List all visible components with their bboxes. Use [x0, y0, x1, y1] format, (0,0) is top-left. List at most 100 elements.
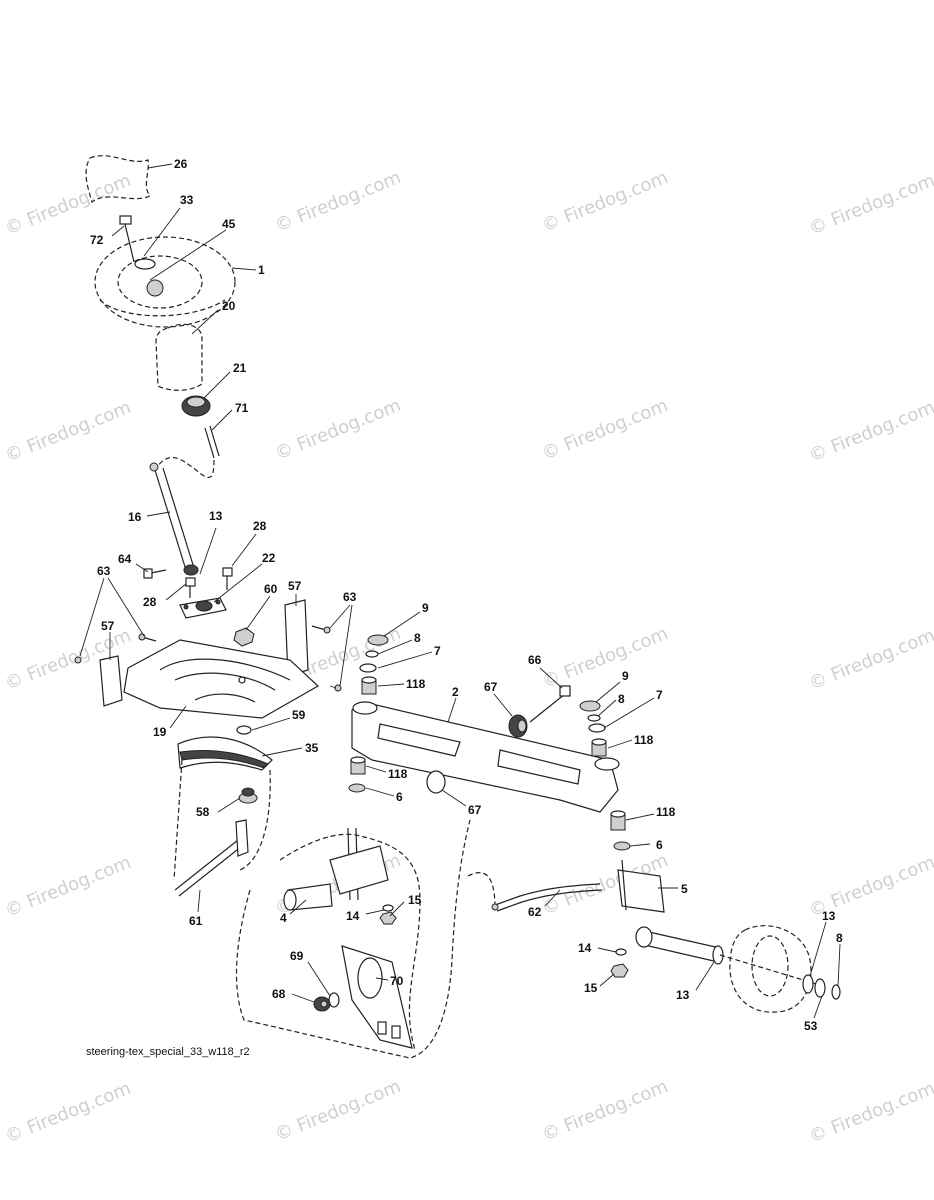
callout-64: 64 — [118, 552, 132, 566]
watermark: © Firedog.com — [2, 170, 134, 240]
nut-part — [233, 627, 255, 647]
washer-part — [802, 974, 814, 994]
nut-part — [74, 656, 82, 664]
sector-gear-part — [177, 736, 273, 771]
callout-118: 118 — [634, 733, 654, 747]
washer-part — [348, 783, 366, 793]
callout-14: 14 — [346, 909, 360, 923]
callout-66: 66 — [528, 653, 542, 667]
callout-71: 71 — [235, 401, 249, 415]
callout-7: 7 — [434, 644, 441, 658]
wheel-part — [719, 925, 821, 1013]
callout-28: 28 — [253, 519, 267, 533]
watermark-layer: © Firedog.com © Firedog.com © Firedog.co… — [2, 167, 934, 1148]
bushing-part — [610, 810, 626, 831]
washer-part — [328, 992, 340, 1008]
spindle-left-part — [283, 827, 389, 911]
watermark: © Firedog.com — [272, 1076, 404, 1146]
callout-60: 60 — [264, 582, 278, 596]
watermark: © Firedog.com — [539, 623, 671, 693]
callout-15: 15 — [408, 893, 422, 907]
decal-part — [85, 155, 151, 204]
washer-part — [814, 978, 826, 998]
callout-33: 33 — [180, 193, 194, 207]
callout-35: 35 — [305, 741, 319, 755]
callout-57: 57 — [288, 579, 302, 593]
washer-part — [613, 841, 631, 851]
callout-26: 26 — [174, 157, 188, 171]
callout-28: 28 — [143, 595, 157, 609]
callout-59: 59 — [292, 708, 306, 722]
assembly-line — [155, 456, 215, 478]
callout-22: 22 — [262, 551, 276, 565]
tie-rod-part — [491, 883, 603, 912]
callout-13: 13 — [676, 988, 690, 1002]
watermark: © Firedog.com — [539, 167, 671, 237]
watermark: © Firedog.com — [806, 1078, 934, 1148]
callout-6: 6 — [396, 790, 403, 804]
watermark: © Firedog.com — [2, 852, 134, 922]
leader-lines — [79, 163, 841, 1019]
callout-labels: 26 33 45 72 1 20 21 71 16 13 28 64 22 28… — [90, 157, 843, 1033]
snap-ring-part — [365, 650, 379, 658]
watermark: © Firedog.com — [806, 625, 934, 695]
callout-45: 45 — [222, 217, 236, 231]
callout-68: 68 — [272, 987, 286, 1001]
part-drawings — [74, 155, 841, 1059]
bolt-part — [138, 633, 157, 642]
watermark: © Firedog.com — [806, 170, 934, 240]
callout-2: 2 — [452, 685, 459, 699]
callout-5: 5 — [681, 882, 688, 896]
steering-plate-part — [123, 639, 320, 719]
watermark: © Firedog.com — [2, 1078, 134, 1148]
callout-67: 67 — [468, 803, 482, 817]
washer-part — [615, 948, 627, 956]
watermark: © Firedog.com — [806, 397, 934, 467]
watermark: © Firedog.com — [2, 397, 134, 467]
front-axle-part — [351, 701, 620, 813]
bolt-part — [311, 625, 331, 634]
steering-boot-part — [155, 323, 203, 391]
callout-8: 8 — [836, 931, 843, 945]
callout-69: 69 — [290, 949, 304, 963]
watermark: © Firedog.com — [539, 395, 671, 465]
callout-118: 118 — [406, 677, 426, 691]
callout-7: 7 — [656, 688, 663, 702]
steering-wheel-part — [94, 236, 236, 328]
callout-8: 8 — [414, 631, 421, 645]
watermark: © Firedog.com — [272, 167, 404, 237]
callout-8: 8 — [618, 692, 625, 706]
cap-part — [579, 700, 601, 712]
diagram-caption: steering-tex_special_33_w118_r2 — [86, 1046, 250, 1058]
adapter-gear-part — [181, 395, 211, 417]
spindle-right-part — [617, 859, 721, 963]
washer-part — [359, 663, 377, 673]
callout-62: 62 — [528, 905, 542, 919]
callout-118: 118 — [388, 767, 408, 781]
bracket-part — [284, 599, 309, 677]
washer-part — [134, 258, 156, 270]
washer-part — [382, 904, 394, 912]
assembly-line — [173, 759, 183, 881]
callout-1: 1 — [258, 263, 265, 277]
callout-9: 9 — [422, 601, 429, 615]
callout-21: 21 — [233, 361, 247, 375]
nut-part — [610, 963, 629, 978]
callout-118: 118 — [656, 805, 676, 819]
assembly-line — [279, 833, 421, 1051]
callout-70: 70 — [390, 974, 404, 988]
callout-14: 14 — [578, 941, 592, 955]
bushing-part — [591, 738, 607, 757]
washer-part — [588, 723, 606, 733]
spacer-part — [426, 770, 446, 794]
callout-72: 72 — [90, 233, 104, 247]
callout-20: 20 — [222, 299, 236, 313]
assembly-line — [467, 872, 496, 906]
drag-link-part — [174, 819, 249, 897]
nut-part — [379, 911, 397, 925]
watermark: © Firedog.com — [539, 1076, 671, 1146]
bracket-part — [99, 655, 123, 707]
washer-part — [236, 725, 252, 735]
cap-part — [367, 634, 389, 646]
pivot-bolt-part — [529, 685, 571, 723]
